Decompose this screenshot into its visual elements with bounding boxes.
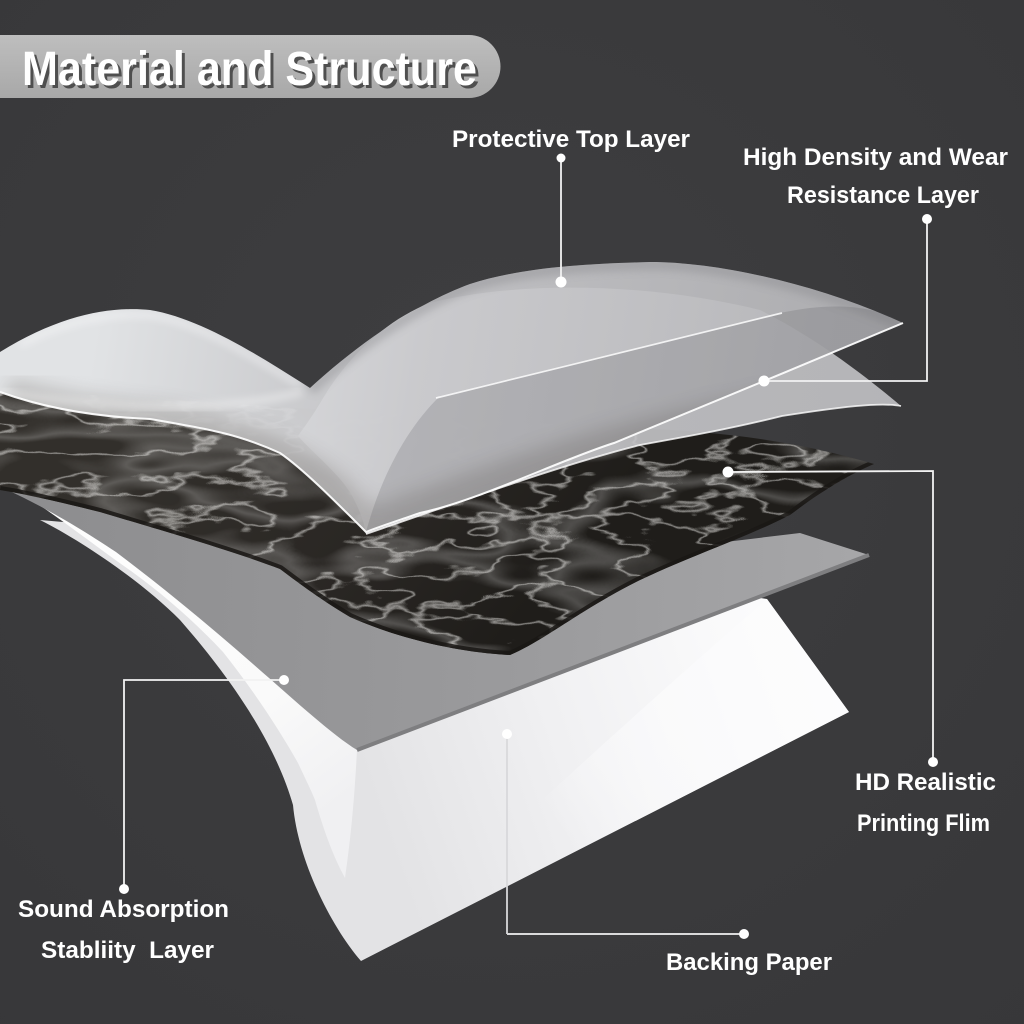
svg-text:Sound Absorption: Sound Absorption <box>18 896 229 923</box>
svg-text:High Density and Wear: High Density and Wear <box>743 144 1008 171</box>
svg-text:Printing Flim: Printing Flim <box>857 810 990 837</box>
svg-text:Protective Top Layer: Protective Top Layer <box>452 126 690 153</box>
svg-text:Resistance Layer: Resistance Layer <box>787 182 979 209</box>
svg-text:Material and Structure: Material and Structure <box>25 46 480 99</box>
svg-text:Material and Structure: Material and Structure <box>22 43 477 96</box>
svg-text:Stabliity Layer: Stabliity Layer <box>41 937 214 964</box>
svg-text:Backing Paper: Backing Paper <box>666 949 832 976</box>
svg-text:HD Realistic: HD Realistic <box>855 769 996 796</box>
